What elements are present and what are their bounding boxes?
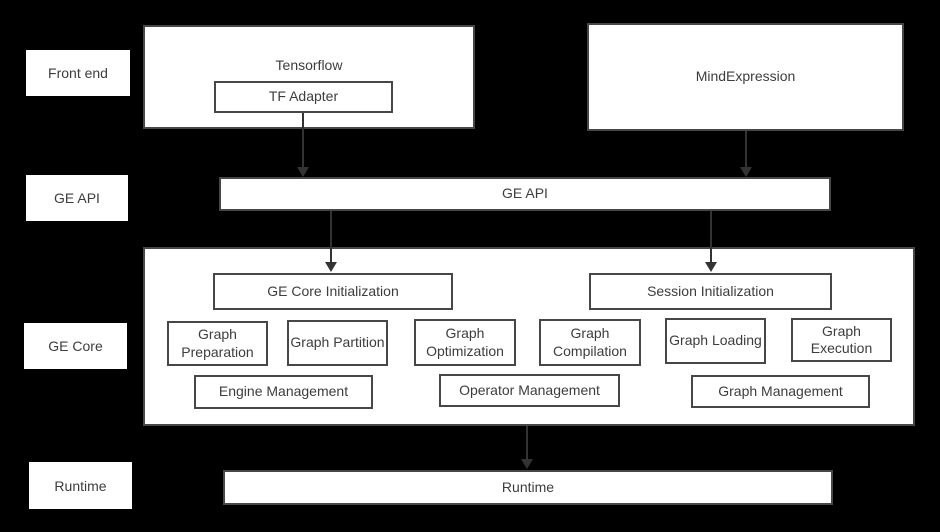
graph-preparation-box: Graph Preparation (167, 321, 268, 366)
graph-execution-box: Graph Execution (791, 318, 892, 362)
graph-management-box: Graph Management (691, 375, 870, 408)
tensorflow-box: Tensorflow (143, 25, 475, 129)
graph-loading-box: Graph Loading (665, 318, 766, 364)
tf-adapter-box: TF Adapter (214, 81, 393, 113)
ge-core-initialization-box: GE Core Initialization (213, 273, 453, 310)
runtime-bar: Runtime (223, 470, 833, 505)
row-label-ge-api: GE API (26, 175, 128, 221)
row-label-front-end: Front end (26, 50, 130, 96)
row-label-runtime: Runtime (29, 462, 132, 509)
tensorflow-title: Tensorflow (275, 57, 343, 73)
ge-api-bar: GE API (219, 177, 831, 211)
row-label-ge-core: GE Core (24, 323, 127, 369)
operator-management-box: Operator Management (439, 374, 620, 407)
engine-management-box: Engine Management (194, 375, 373, 409)
graph-partition-box: Graph Partition (287, 320, 388, 366)
graph-optimization-box: Graph Optimization (414, 319, 516, 366)
graph-compilation-box: Graph Compilation (539, 319, 641, 366)
mind-expression-box: MindExpression (587, 23, 904, 131)
session-initialization-box: Session Initialization (589, 273, 832, 310)
